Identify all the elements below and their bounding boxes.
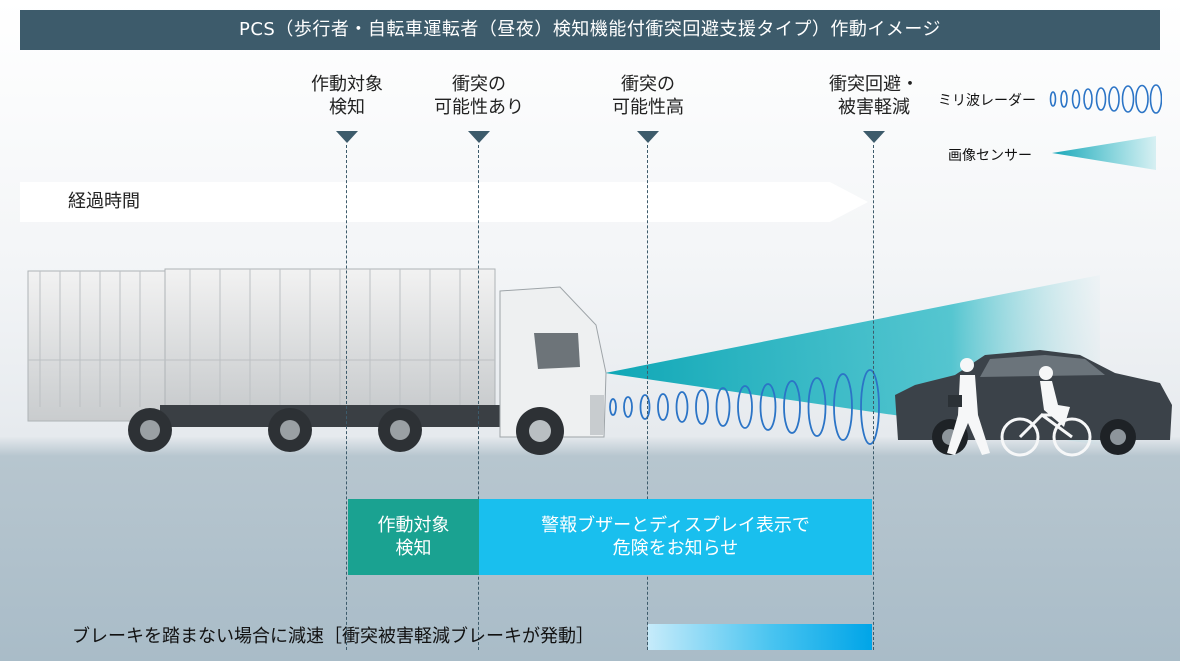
stage-label-line: 検知	[329, 97, 365, 118]
radar-waves	[609, 369, 880, 445]
stage-label-line: 作動対象	[311, 74, 383, 95]
stage-marker-triangle	[637, 131, 659, 143]
stage-label-line: 可能性高	[612, 97, 684, 118]
stage-label-line: 衝突の	[452, 74, 506, 95]
stage-label-possible: 衝突の 可能性あり	[404, 73, 554, 119]
detect-box-line: 作動対象	[377, 515, 450, 536]
stage-label-line: 衝突回避・	[829, 74, 919, 95]
cyclist-figure	[1000, 366, 1092, 457]
timeline-label: 経過時間	[68, 191, 140, 212]
stage-label-line: 可能性あり	[434, 97, 524, 118]
warning-box-line: 危険をお知らせ	[612, 538, 739, 559]
truck	[27, 268, 607, 455]
stage-marker-triangle	[863, 131, 885, 143]
legend-camera-label: 画像センサー	[948, 148, 1032, 164]
timeline-arrow	[20, 182, 868, 222]
pedestrian-figure	[947, 358, 990, 455]
brake-label: ブレーキを踏まない場合に減速［衝突被害軽減ブレーキが発動］	[72, 626, 594, 647]
stage-dashed-line	[478, 145, 479, 650]
page-title: PCS（歩行者・自転車運転者（昼夜）検知機能付衝突回避支援タイプ）作動イメージ	[239, 19, 941, 40]
brake-bar	[648, 624, 872, 650]
stage-marker-triangle	[336, 131, 358, 143]
radar-legend-icon	[1049, 84, 1162, 114]
scene-illustration	[27, 268, 1172, 457]
stage-label-avoid: 衝突回避・ 被害軽減	[799, 73, 949, 119]
stage-dashed-line	[346, 145, 347, 650]
stage-label-line: 衝突の	[621, 74, 675, 95]
stage-label-line: 被害軽減	[838, 97, 910, 118]
warning-box-line: 警報ブザーとディスプレイ表示で	[541, 515, 810, 536]
warning-box: 警報ブザーとディスプレイ表示で 危険をお知らせ	[479, 499, 872, 575]
detect-box: 作動対象 検知	[348, 499, 479, 575]
legend-radar-label: ミリ波レーダー	[938, 93, 1036, 109]
stage-dashed-line	[873, 145, 874, 650]
detect-box-line: 検知	[395, 538, 432, 559]
stage-dashed-line	[647, 145, 648, 650]
stage-label-detect: 作動対象 検知	[272, 73, 422, 119]
stage-label-high: 衝突の 可能性高	[573, 73, 723, 119]
camera-legend-icon	[1052, 136, 1156, 170]
stage-marker-triangle	[468, 131, 490, 143]
title-bar: PCS（歩行者・自転車運転者（昼夜）検知機能付衝突回避支援タイプ）作動イメージ	[20, 10, 1160, 50]
